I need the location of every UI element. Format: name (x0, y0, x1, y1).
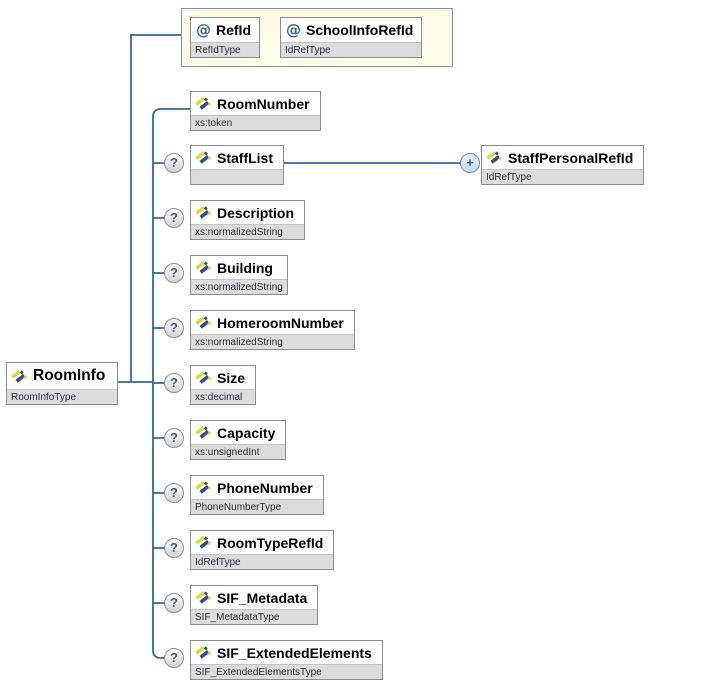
element-node-capacity[interactable]: Capacity xs:unsignedInt (190, 420, 287, 460)
node-type: SIF_ExtendedElementsType (191, 664, 382, 679)
node-type: PhoneNumberType (191, 499, 323, 514)
element-icon (195, 261, 212, 274)
element-icon (195, 591, 212, 604)
element-icon (486, 151, 503, 164)
element-node-building[interactable]: Building xs:normalizedString (190, 255, 288, 295)
node-name: SIF_Metadata (217, 589, 308, 606)
node-name: PhoneNumber (217, 479, 313, 496)
node-name: SchoolInfoRefId (306, 22, 414, 38)
element-icon (195, 481, 212, 494)
optional-badge: ? (164, 373, 184, 393)
node-title: Size (191, 366, 256, 389)
node-title: Description (191, 201, 305, 224)
element-node-staffpersonalrefid[interactable]: StaffPersonalRefId IdRefType (481, 145, 645, 185)
optional-badge: ? (164, 483, 184, 503)
node-title: Capacity (191, 421, 286, 444)
node-type: xs:token (191, 115, 320, 130)
attribute-icon: @ (196, 20, 211, 39)
element-node-description[interactable]: Description xs:normalizedString (190, 200, 306, 240)
optional-badge: ? (164, 648, 184, 668)
node-name: StaffList (217, 149, 273, 166)
attribute-node-schoolinforefid[interactable]: @ SchoolInfoRefId IdRefType (280, 17, 423, 58)
node-type (191, 169, 283, 184)
element-icon (195, 206, 212, 219)
node-name: SIF_ExtendedElements (217, 644, 372, 661)
element-icon (195, 316, 212, 329)
node-title: RoomNumber (191, 92, 320, 115)
element-icon (195, 371, 212, 384)
element-node-roomnumber[interactable]: RoomNumber xs:token (190, 91, 321, 131)
node-name: Size (217, 369, 246, 386)
node-type: IdRefType (281, 42, 422, 57)
element-node-roomtyperefid[interactable]: RoomTypeRefId IdRefType (190, 530, 335, 570)
optional-badge: ? (164, 263, 184, 283)
attribute-icon: @ (286, 20, 301, 39)
node-title: RoomInfo (7, 363, 118, 389)
node-type: xs:normalizedString (191, 224, 305, 239)
node-type: xs:decimal (191, 389, 256, 404)
node-name: Description (217, 204, 295, 221)
optional-badge: ? (164, 593, 184, 613)
element-icon (195, 536, 212, 549)
node-title: Building (191, 256, 287, 279)
optional-badge: ? (164, 318, 184, 338)
node-name: Building (217, 259, 273, 276)
node-title: SIF_Metadata (191, 586, 318, 609)
node-title: @ SchoolInfoRefId (281, 18, 422, 42)
element-icon (195, 646, 212, 659)
optional-badge: ? (164, 538, 184, 558)
element-node-roominfo[interactable]: RoomInfo RoomInfoType (6, 362, 119, 405)
attributes-group: @ RefId RefIdType @ SchoolInfoRefId IdRe… (181, 8, 453, 67)
node-name: RoomNumber (217, 95, 310, 112)
node-type: SIF_MetadataType (191, 609, 318, 624)
node-type: xs:normalizedString (191, 334, 354, 349)
node-title: SIF_ExtendedElements (191, 641, 382, 664)
element-icon (195, 97, 212, 110)
repeat-badge[interactable]: + (460, 153, 480, 173)
element-node-homeroomnumber[interactable]: HomeroomNumber xs:normalizedString (190, 310, 355, 350)
node-name: Capacity (217, 424, 276, 441)
element-node-sif-extendedelements[interactable]: SIF_ExtendedElements SIF_ExtendedElement… (190, 640, 383, 680)
node-name: RoomInfo (33, 367, 106, 384)
node-type: IdRefType (191, 554, 334, 569)
element-icon (195, 426, 212, 439)
node-name: StaffPersonalRefId (508, 149, 634, 166)
element-node-phonenumber[interactable]: PhoneNumber PhoneNumberType (190, 475, 324, 515)
element-node-stafflist[interactable]: StaffList (190, 145, 284, 185)
attribute-node-refid[interactable]: @ RefId RefIdType (190, 17, 260, 58)
node-type: IdRefType (482, 169, 644, 184)
node-title: RoomTypeRefId (191, 531, 334, 554)
node-title: @ RefId (191, 18, 259, 42)
node-type: RefIdType (191, 42, 259, 57)
optional-badge: ? (164, 208, 184, 228)
node-name: RoomTypeRefId (217, 534, 324, 551)
element-node-size[interactable]: Size xs:decimal (190, 365, 257, 405)
element-icon (195, 151, 212, 164)
node-name: RefId (216, 22, 251, 38)
node-type: xs:unsignedInt (191, 444, 286, 459)
node-title: StaffList (191, 146, 283, 169)
node-title: HomeroomNumber (191, 311, 354, 334)
node-type: xs:normalizedString (191, 279, 287, 294)
optional-badge: ? (164, 153, 184, 173)
node-type: RoomInfoType (7, 389, 118, 404)
node-title: PhoneNumber (191, 476, 323, 499)
optional-badge: ? (164, 428, 184, 448)
element-node-sif-metadata[interactable]: SIF_Metadata SIF_MetadataType (190, 585, 319, 625)
node-title: StaffPersonalRefId (482, 146, 644, 169)
node-name: HomeroomNumber (217, 314, 344, 331)
element-icon (11, 369, 28, 383)
